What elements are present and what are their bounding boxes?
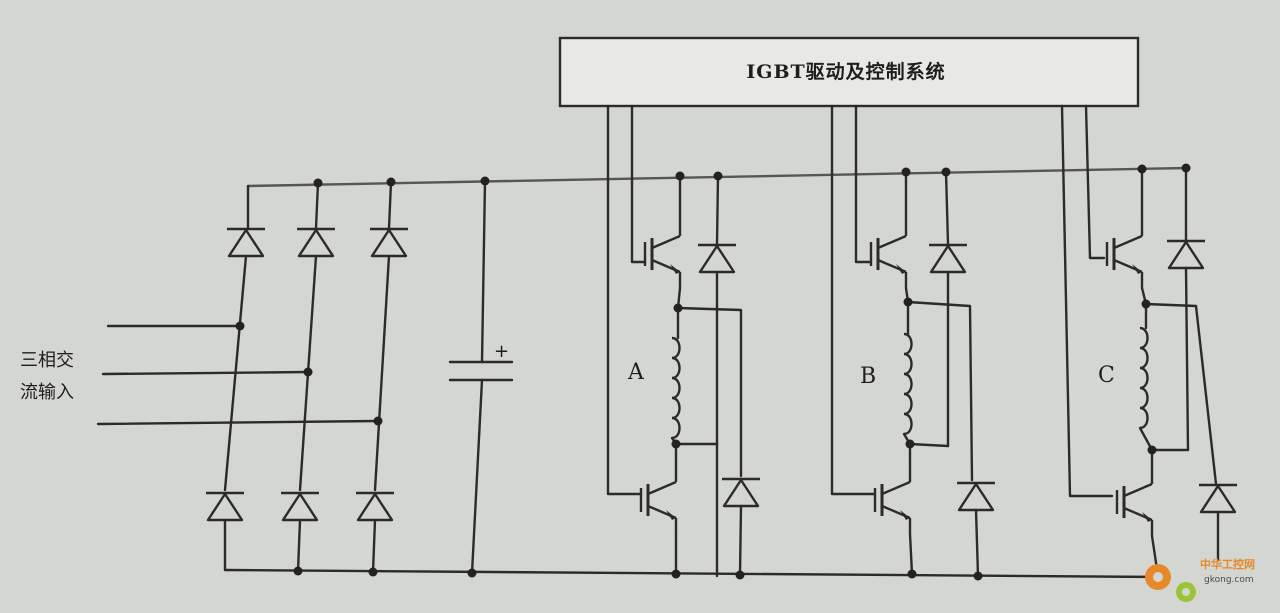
diode-lower-1 xyxy=(204,491,246,522)
diode-a-lower xyxy=(720,477,762,508)
diode-a-upper xyxy=(696,243,738,274)
dc-bus-negative xyxy=(223,568,1164,579)
phase-a-leg: A xyxy=(606,104,762,580)
watermark-logo: 中华工控网 gkong.com xyxy=(1145,557,1255,602)
igbt-c-upper xyxy=(1105,216,1144,290)
watermark-url: gkong.com xyxy=(1204,575,1254,585)
input-label-line1: 三相交 xyxy=(20,350,74,371)
igbt-a-upper xyxy=(643,216,682,290)
phase-c-leg: C xyxy=(1060,104,1239,578)
dc-link-capacitor: + xyxy=(448,176,514,578)
igbt-c-upper-lower xyxy=(1115,464,1154,538)
diode-b-lower xyxy=(955,481,997,512)
diode-c-upper xyxy=(1165,239,1207,270)
igbt-b-lower xyxy=(873,462,912,536)
inductor-a xyxy=(670,336,681,440)
control-box-title: IGBT驱动及控制系统 xyxy=(746,60,945,83)
igbt-b-upper xyxy=(869,216,908,290)
phase-c-label: C xyxy=(1098,363,1115,388)
phase-a-label: A xyxy=(627,360,645,385)
diode-b-upper xyxy=(927,243,969,274)
diode-lower-2 xyxy=(279,491,321,522)
ac-input-lines xyxy=(96,321,383,426)
igbt-a-lower xyxy=(639,462,678,536)
input-label: 三相交 流输入 xyxy=(20,350,74,403)
phase-b-label: B xyxy=(860,364,876,389)
watermark-cn: 中华工控网 xyxy=(1200,557,1255,571)
diode-upper-1 xyxy=(225,227,267,258)
input-label-line2: 流输入 xyxy=(20,382,74,403)
phase-b-leg: B xyxy=(830,104,997,581)
diode-c-lower xyxy=(1197,483,1239,514)
capacitor-polarity: + xyxy=(494,341,509,362)
rectifier-bridge xyxy=(204,177,410,577)
control-box: IGBT驱动及控制系统 xyxy=(558,36,1140,108)
diode-lower-3 xyxy=(354,491,396,522)
diode-upper-2 xyxy=(295,227,337,258)
inductor-b xyxy=(902,332,913,436)
inductor-c xyxy=(1138,326,1149,430)
diode-upper-3 xyxy=(368,227,410,258)
